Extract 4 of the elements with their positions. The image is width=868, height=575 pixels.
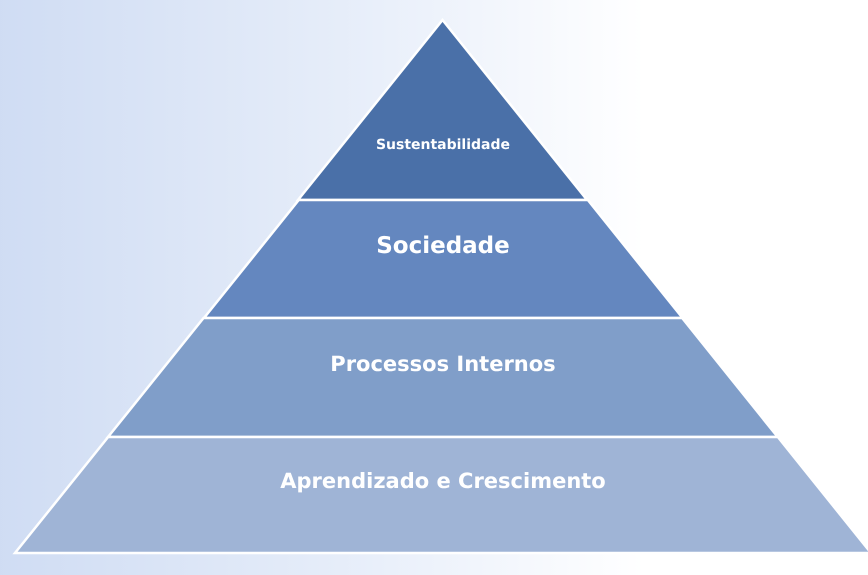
tier-label: Processos Internos bbox=[329, 352, 557, 376]
tier-label: Sustentabilidade bbox=[374, 136, 512, 153]
tier-label: Aprendizado e Crescimento bbox=[279, 469, 607, 494]
tier-label: Sociedade bbox=[375, 233, 511, 260]
